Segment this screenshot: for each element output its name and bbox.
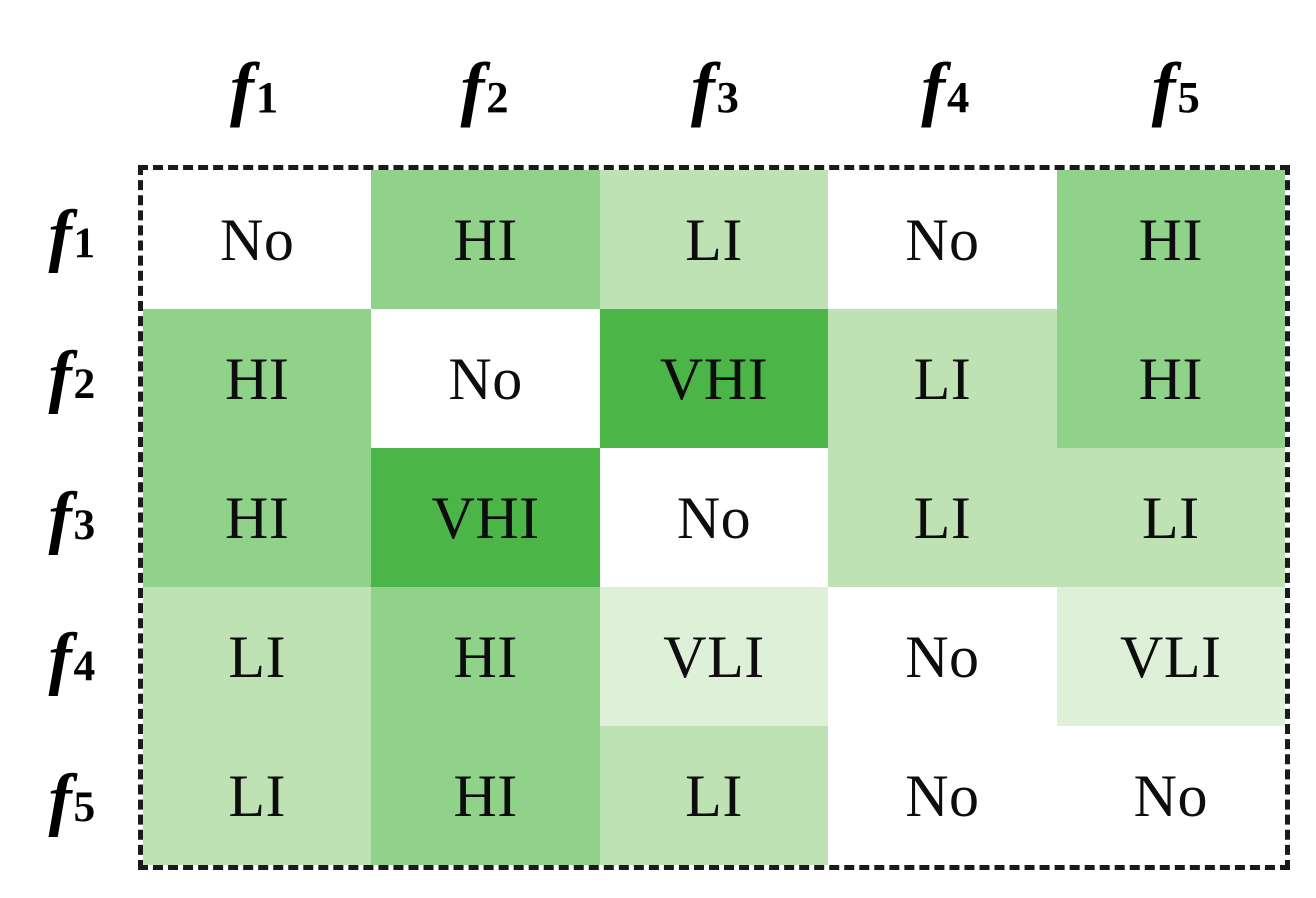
matrix-cell-r3-c3: No	[599, 448, 829, 587]
matrix-cell-r2-c4: LI	[828, 309, 1057, 448]
matrix-cell-r4-c3: VLI	[599, 587, 829, 726]
matrix-cell-r4-c4: No	[828, 587, 1057, 726]
row-header-subscript: 2	[73, 360, 96, 409]
matrix-cell-r5-c3: LI	[599, 726, 829, 865]
column-header-subscript: 4	[947, 71, 970, 122]
column-header-base: f	[921, 48, 946, 128]
matrix-cell-r1-c3: LI	[599, 170, 829, 309]
matrix-cell-r5-c4: No	[828, 726, 1057, 865]
column-header-subscript: 3	[716, 71, 739, 122]
matrix-cell-r2-c1: HI	[143, 309, 372, 448]
matrix-cell-r4-c1: LI	[143, 587, 372, 726]
row-header-subscript: 4	[73, 642, 96, 691]
row-header-base: f	[48, 619, 72, 697]
matrix-cell-r3-c1: HI	[143, 448, 372, 587]
matrix-cell-r4-c2: HI	[371, 587, 600, 726]
row-header-base: f	[48, 337, 72, 415]
matrix-cell-r2-c2: No	[371, 309, 600, 448]
row-header-base: f	[48, 196, 72, 274]
column-header-base: f	[1151, 48, 1176, 128]
matrix-cell-r5-c1: LI	[143, 726, 372, 865]
matrix-cell-r3-c2: VHI	[371, 448, 600, 587]
matrix-cell-r5-c5: No	[1056, 726, 1285, 865]
matrix-cell-r1-c2: HI	[371, 170, 600, 309]
column-header-subscript: 1	[255, 71, 279, 122]
matrix-cell-r1-c1: No	[143, 170, 372, 309]
matrix-cell-r5-c2: HI	[371, 726, 600, 865]
matrix-cell-r2-c3: VHI	[599, 309, 829, 448]
matrix-cell-r1-c4: No	[828, 170, 1057, 309]
matrix-cell-r1-c5: HI	[1056, 170, 1285, 309]
column-header-subscript: 5	[1177, 71, 1200, 122]
matrix-cell-r4-c5: VLI	[1056, 587, 1285, 726]
matrix-cell-r3-c5: LI	[1056, 448, 1285, 587]
row-header-subscript: 1	[73, 219, 96, 268]
column-header-base: f	[460, 48, 485, 128]
row-header-subscript: 3	[73, 501, 96, 550]
row-header-base: f	[48, 478, 72, 556]
row-header-base: f	[48, 760, 72, 838]
row-header-subscript: 5	[73, 783, 96, 832]
column-header-base: f	[230, 48, 255, 128]
matrix-cell-r3-c4: LI	[828, 448, 1057, 587]
column-header-subscript: 2	[486, 71, 509, 122]
column-header-base: f	[690, 48, 715, 128]
matrix-cell-r2-c5: HI	[1056, 309, 1285, 448]
